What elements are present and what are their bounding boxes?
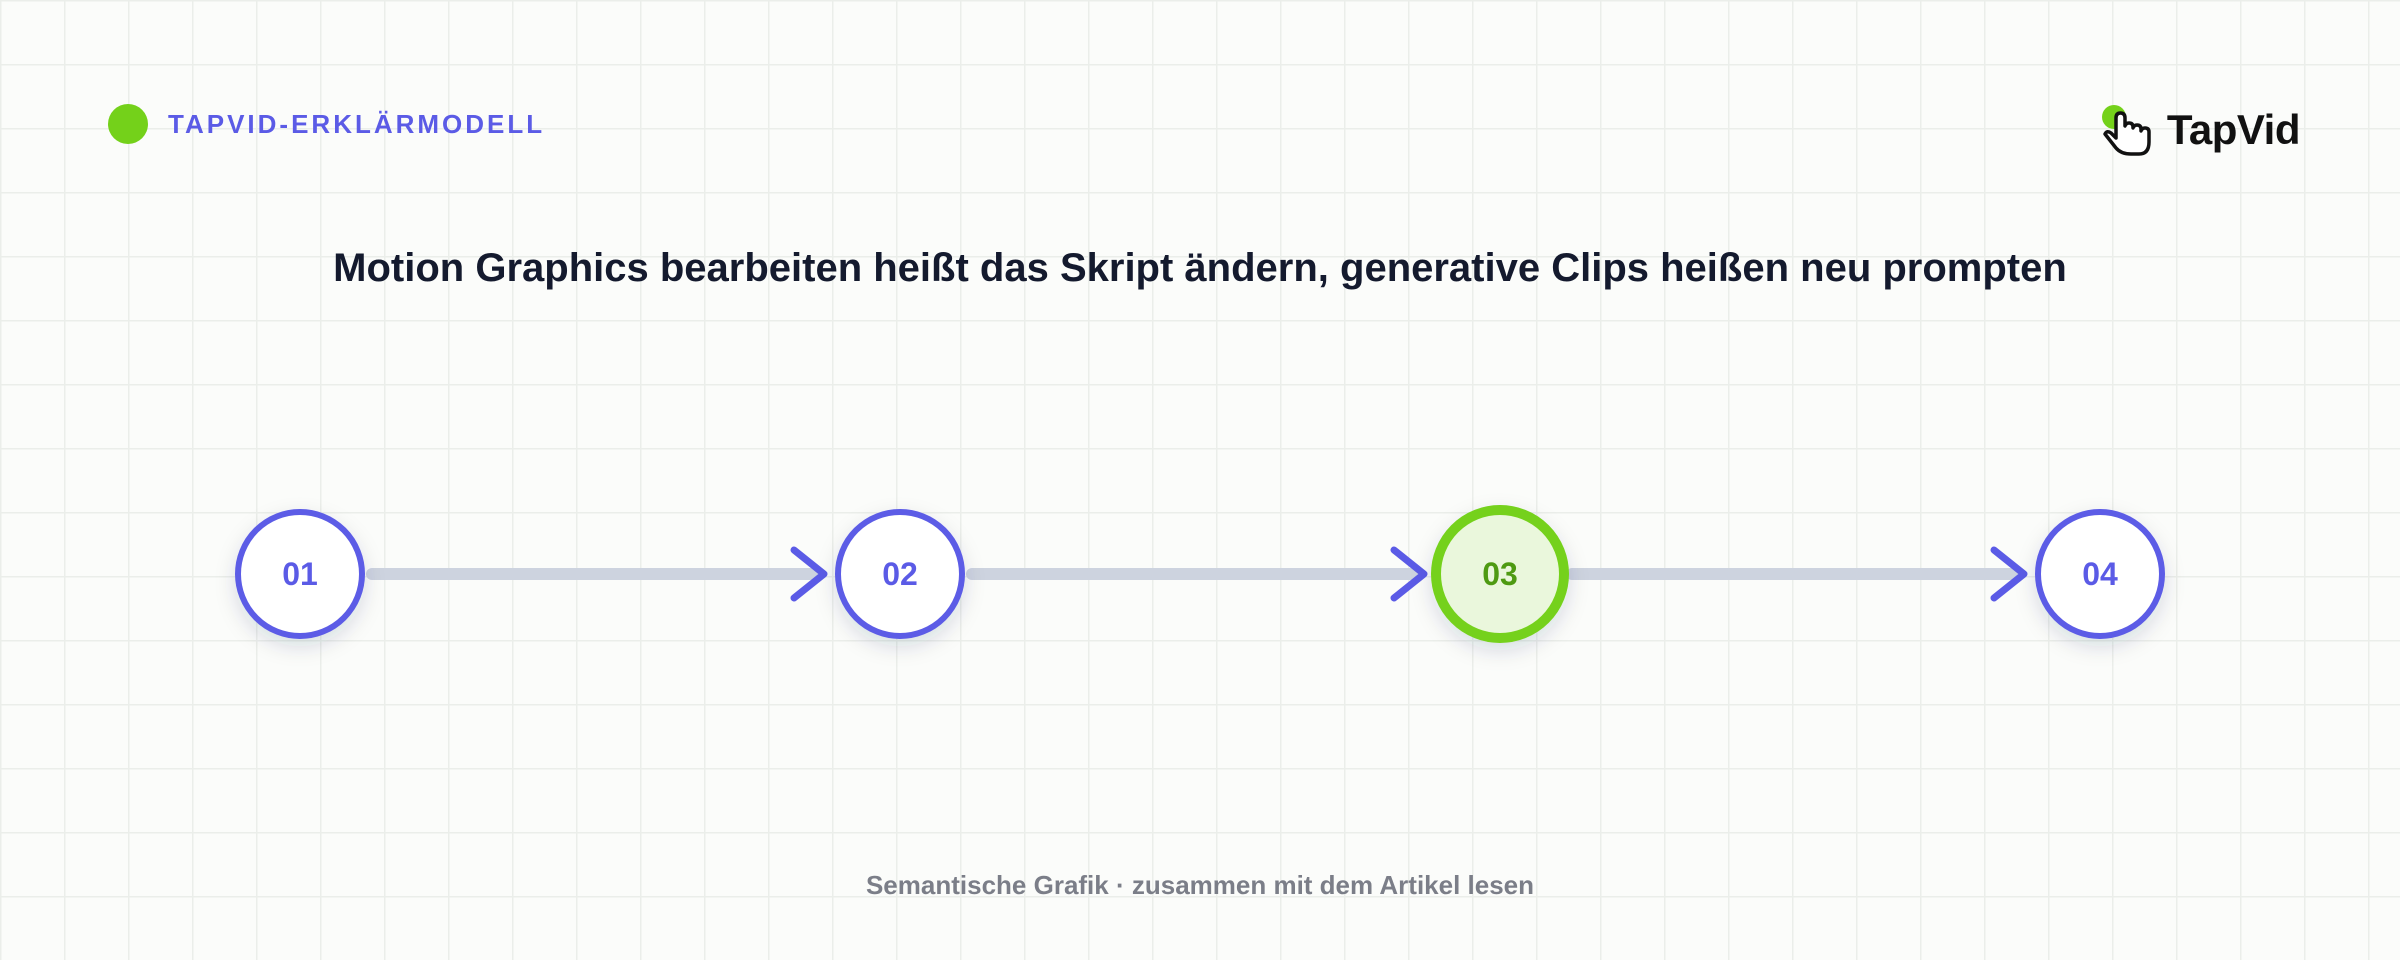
step-node: 03: [1431, 505, 1569, 643]
step-node: 01: [235, 509, 365, 639]
green-dot-icon: [108, 104, 148, 144]
step-circle: [1431, 505, 1569, 643]
step-circle: [835, 509, 965, 639]
step-number: 01: [282, 556, 318, 592]
step-node: 04: [2035, 509, 2165, 639]
brand-name: TapVid: [2166, 106, 2301, 153]
headline: Motion Graphics bearbeiten heißt das Skr…: [333, 246, 2067, 290]
eyebrow: TAPVID-ERKLÄRMODELL: [108, 104, 545, 144]
step-node: 02: [835, 509, 965, 639]
footer-note: Semantische Grafik · zusammen mit dem Ar…: [865, 870, 1535, 900]
step-circle: [235, 509, 365, 639]
step-number: 03: [1482, 556, 1518, 592]
arrow-right-icon: [790, 546, 828, 602]
connector-arrow: [366, 546, 828, 602]
step-number: 02: [882, 556, 918, 592]
brand-logo: TapVid: [2097, 98, 2301, 162]
connector-arrow: [1566, 546, 2028, 602]
eyebrow-label: TAPVID-ERKLÄRMODELL: [168, 108, 546, 139]
arrow-right-icon: [1990, 546, 2028, 602]
connector-arrow: [966, 546, 1428, 602]
arrow-right-icon: [1390, 546, 1428, 602]
step-number: 04: [2082, 556, 2118, 592]
step-circle: [2035, 509, 2165, 639]
hand-pointer-icon: [2101, 105, 2151, 156]
